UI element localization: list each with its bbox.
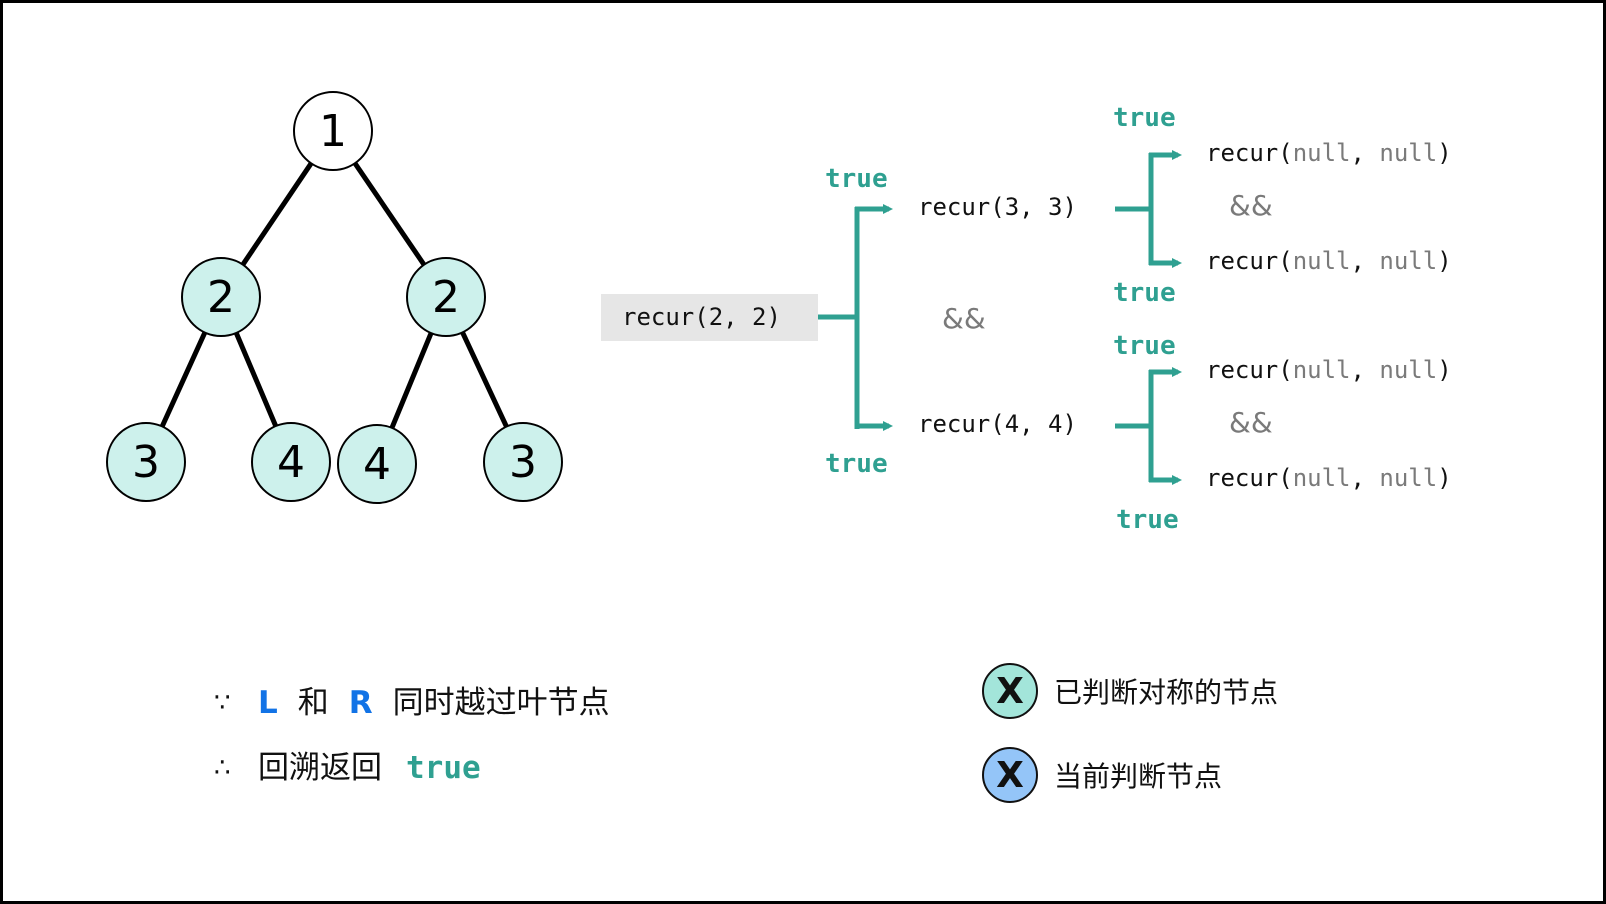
current-call-box xyxy=(601,294,818,341)
call-recur-4-4: recur(4, 4) xyxy=(918,410,1077,438)
null-arg: null xyxy=(1293,464,1351,492)
branch-level-2-lower xyxy=(1115,367,1182,485)
tree-node-ll: 3 xyxy=(106,422,186,502)
explanation-line-2-text: 回溯返回 xyxy=(258,750,382,786)
current-call-text: recur(2, 2) xyxy=(622,303,781,331)
tree-node-l: 2 xyxy=(181,257,261,337)
null-arg: null xyxy=(1293,139,1351,167)
legend-checked-label: 已判断对称的节点 xyxy=(1054,676,1279,709)
return-value: true xyxy=(406,750,481,786)
null-arg: null xyxy=(1379,139,1437,167)
result-true-recur-3-3: true xyxy=(825,164,888,194)
tree-node-circle xyxy=(181,257,261,337)
explanation-line-1-text: 同时越过叶节点 xyxy=(392,685,610,721)
legend-item-current: X 当前判断节点 xyxy=(982,747,1222,803)
and-operator-level-1: && xyxy=(942,302,986,335)
tree-node-label: 4 xyxy=(363,439,391,490)
tree-node-circle xyxy=(293,91,373,171)
tree-edge xyxy=(389,332,434,429)
call-suffix: ) xyxy=(1437,139,1451,167)
call-sep: , xyxy=(1351,139,1380,167)
right-pointer-label: R xyxy=(348,685,373,721)
tree-node-label: 3 xyxy=(509,437,537,488)
call-recur-null-null: recur(null, null) xyxy=(1206,356,1452,384)
recursion-diagram: recur(2, 2) true true recur(3, 3) recur(… xyxy=(601,103,1452,535)
legend-current-label: 当前判断节点 xyxy=(1054,760,1223,793)
legend-item-checked: X 已判断对称的节点 xyxy=(982,663,1278,719)
call-suffix: ) xyxy=(1437,247,1451,275)
tree-node-label: 4 xyxy=(277,437,305,488)
null-arg: null xyxy=(1293,356,1351,384)
branch-level-1 xyxy=(818,204,893,431)
tree-node-r: 2 xyxy=(406,257,486,337)
branch-level-2-upper xyxy=(1115,150,1182,268)
null-arg: null xyxy=(1379,247,1437,275)
tree-nodes: 1 2 2 3 4 4 3 xyxy=(106,91,563,504)
call-recur-3-3: recur(3, 3) xyxy=(918,193,1077,221)
call-prefix: recur( xyxy=(1206,356,1293,384)
result-true-sub-3: true xyxy=(1113,331,1176,361)
left-pointer-label: L xyxy=(258,685,278,721)
tree-node-circle xyxy=(337,424,417,504)
and-word: 和 xyxy=(297,685,329,721)
call-prefix: recur( xyxy=(1206,464,1293,492)
because-symbol: ∵ xyxy=(214,688,231,718)
tree-node-rr: 3 xyxy=(483,422,563,502)
tree-node-circle xyxy=(251,422,331,502)
tree-node-rl: 4 xyxy=(337,424,417,504)
call-sep: , xyxy=(1351,247,1380,275)
tree-node-circle xyxy=(406,257,486,337)
tree-edge xyxy=(233,331,279,428)
call-suffix: ) xyxy=(1437,464,1451,492)
tree-edge xyxy=(460,331,509,428)
call-recur-null-null: recur(null, null) xyxy=(1206,247,1452,275)
tree-edge xyxy=(240,161,314,267)
tree-node-circle xyxy=(106,422,186,502)
tree-node-circle xyxy=(483,422,563,502)
tree-node-root: 1 xyxy=(293,91,373,171)
explanation-line-2: ∴ 回溯返回 true xyxy=(214,748,481,788)
tree-edge xyxy=(352,161,427,267)
call-prefix: recur( xyxy=(1206,247,1293,275)
tree-edge xyxy=(159,331,208,428)
tree-node-label: 2 xyxy=(432,272,460,323)
result-true-sub-4: true xyxy=(1116,505,1179,535)
tree-node-label: 2 xyxy=(207,272,235,323)
legend-checked-node-icon: X xyxy=(982,663,1038,719)
call-sep: , xyxy=(1351,464,1380,492)
result-true-recur-4-4: true xyxy=(825,449,888,479)
call-sep: , xyxy=(1351,356,1380,384)
call-suffix: ) xyxy=(1437,356,1451,384)
result-true-sub-1: true xyxy=(1113,103,1176,133)
tree-node-label: 1 xyxy=(319,106,347,157)
result-true-sub-2: true xyxy=(1113,278,1176,308)
tree-node-lr: 4 xyxy=(251,422,331,502)
call-recur-null-null: recur(null, null) xyxy=(1206,139,1452,167)
null-arg: null xyxy=(1379,464,1437,492)
tree-node-label: 3 xyxy=(132,437,160,488)
and-operator-level-2-upper: && xyxy=(1229,189,1273,222)
and-operator-level-2-lower: && xyxy=(1229,406,1273,439)
legend-current-node-icon: X xyxy=(982,747,1038,803)
tree-edges xyxy=(159,161,509,429)
null-arg: null xyxy=(1379,356,1437,384)
call-recur-null-null: recur(null, null) xyxy=(1206,464,1452,492)
binary-tree: 1 2 2 3 4 4 3 xyxy=(106,91,563,504)
therefore-symbol: ∴ xyxy=(214,753,231,783)
explanation-line-1: ∵ L 和 R 同时越过叶节点 xyxy=(214,683,610,723)
call-prefix: recur( xyxy=(1206,139,1293,167)
null-arg: null xyxy=(1293,247,1351,275)
